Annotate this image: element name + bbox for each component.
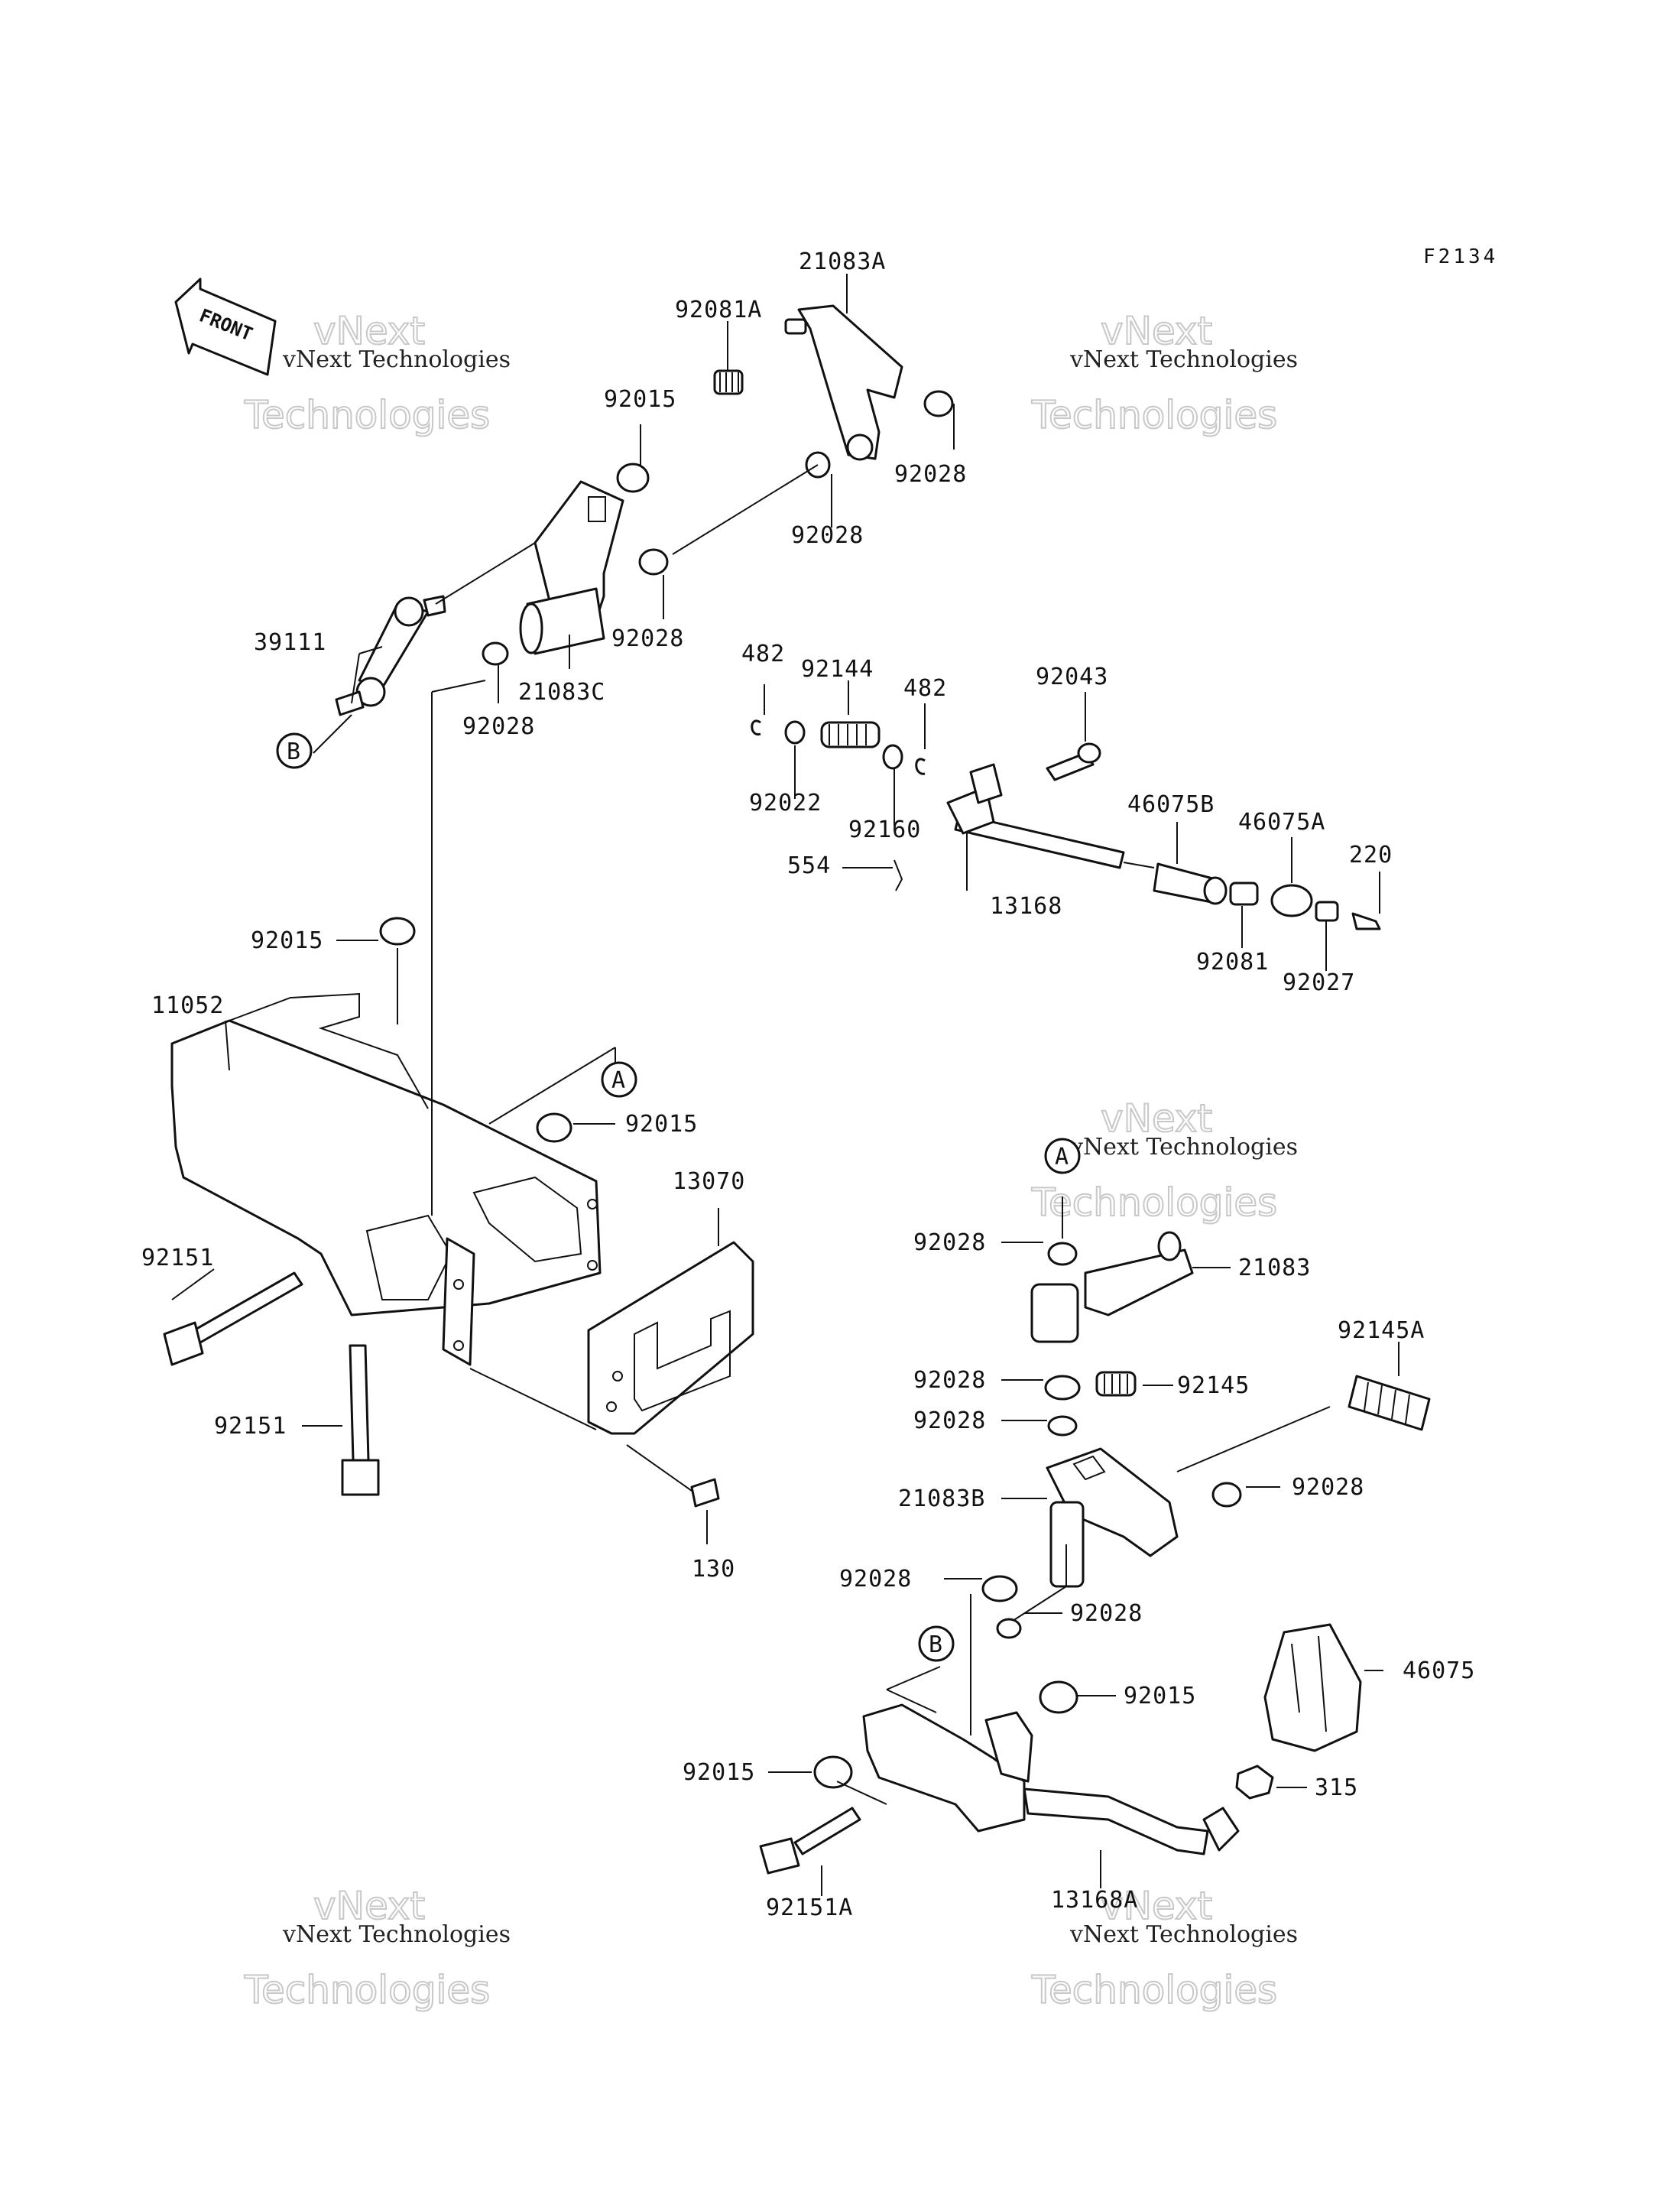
svg-text:A: A xyxy=(1055,1144,1069,1170)
part-label-92027: 92027 xyxy=(1283,969,1355,996)
watermark-top-right: vNext vNext Technologies Technologies xyxy=(1030,308,1298,438)
watermark-bottom-right: vNext vNext Technologies Technologies xyxy=(1030,1883,1298,2013)
part-label-21083: 21083 xyxy=(1238,1255,1311,1281)
bracket-21083b xyxy=(981,1375,1242,1639)
part-label-46075: 46075 xyxy=(1403,1657,1475,1684)
part-label-92145: 92145 xyxy=(1177,1372,1250,1399)
watermark-top-left: vNext vNext Technologies Technologies xyxy=(243,308,511,438)
part-label-92015: 92015 xyxy=(251,927,323,954)
part-label-92151: 92151 xyxy=(141,1245,214,1271)
part-label-92028: 92028 xyxy=(1292,1474,1364,1501)
watermark-top: vNext xyxy=(313,309,425,353)
part-label-92151a: 92151A xyxy=(766,1894,853,1921)
watermark-mid-right: vNext vNext Technologies Technologies xyxy=(1030,1096,1298,1226)
part-label-13070: 13070 xyxy=(673,1168,745,1195)
ref-marker-a-upper: A xyxy=(601,1061,637,1098)
shaft-13168-assembly xyxy=(751,719,1381,930)
front-arrow-icon: FRONT xyxy=(174,278,277,376)
part-label-92015: 92015 xyxy=(1124,1683,1196,1709)
watermark-small: vNext Technologies xyxy=(1069,1134,1298,1161)
diagram-code: F2134 xyxy=(1423,245,1498,268)
watermark-big: Technologies xyxy=(244,393,490,437)
part-label-11052: 11052 xyxy=(151,992,224,1019)
part-label-315: 315 xyxy=(1315,1774,1358,1801)
part-label-21083a: 21083A xyxy=(799,248,886,275)
part-label-92043: 92043 xyxy=(1036,664,1108,690)
spring-92145a xyxy=(1348,1375,1431,1431)
part-label-46075a: 46075A xyxy=(1238,809,1325,836)
watermark-bottom-left: vNext vNext Technologies Technologies xyxy=(243,1883,511,2013)
watermark-small: vNext Technologies xyxy=(1069,1921,1298,1948)
part-label-92015: 92015 xyxy=(604,386,676,413)
watermark-big: Technologies xyxy=(1031,393,1277,437)
pedal-13168a xyxy=(759,1680,1274,1875)
spring-92145 xyxy=(1095,1371,1137,1397)
ref-marker-b-lower: B xyxy=(918,1625,955,1662)
arm-21083 xyxy=(1030,1231,1194,1343)
part-label-13168a: 13168A xyxy=(1051,1887,1138,1914)
part-label-92144: 92144 xyxy=(801,656,874,683)
main-bracket-11052 xyxy=(170,917,602,1366)
part-label-92028: 92028 xyxy=(894,461,967,488)
part-label-21083c: 21083C xyxy=(518,679,605,706)
watermark-top: vNext xyxy=(313,1884,425,1928)
part-label-92028: 92028 xyxy=(791,522,864,549)
part-label-92081a: 92081A xyxy=(675,297,762,323)
part-label-482: 482 xyxy=(741,641,785,667)
part-label-92028: 92028 xyxy=(913,1367,986,1394)
watermark-big: Technologies xyxy=(1031,1968,1277,2012)
gate-plate-13070 xyxy=(587,1241,754,1508)
part-label-21083b: 21083B xyxy=(898,1485,985,1512)
upper-lever-assembly xyxy=(335,451,831,716)
ref-marker-b-upper: B xyxy=(276,732,313,769)
part-label-554: 554 xyxy=(787,852,831,879)
knob-46075 xyxy=(1263,1623,1362,1752)
part-label-92028: 92028 xyxy=(913,1229,986,1256)
part-label-92022: 92022 xyxy=(749,790,822,817)
part-label-130: 130 xyxy=(692,1556,735,1583)
watermark-small: vNext Technologies xyxy=(1069,346,1298,373)
part-label-92028: 92028 xyxy=(913,1407,986,1434)
bolt-92151-horizontal xyxy=(163,1271,303,1366)
part-label-92145a: 92145A xyxy=(1338,1317,1425,1344)
watermark-big: Technologies xyxy=(1031,1180,1277,1225)
part-label-92028: 92028 xyxy=(611,625,684,652)
arm-21083a xyxy=(713,304,954,461)
part-label-92028: 92028 xyxy=(839,1566,912,1592)
part-label-92081: 92081 xyxy=(1196,949,1269,976)
svg-text:B: B xyxy=(287,739,301,765)
part-labels: 21083A 92081A 92015 92028 92028 92028 39… xyxy=(141,248,1475,1921)
svg-text:B: B xyxy=(929,1631,943,1658)
part-label-92015: 92015 xyxy=(683,1759,755,1786)
watermark-small: vNext Technologies xyxy=(282,346,511,373)
leader-lines xyxy=(171,274,1399,1896)
bolt-92151-vertical xyxy=(341,1344,380,1496)
part-label-92028: 92028 xyxy=(1070,1600,1143,1627)
part-label-39111: 39111 xyxy=(254,629,326,656)
part-label-92160: 92160 xyxy=(848,817,921,843)
part-label-92028: 92028 xyxy=(462,713,535,740)
part-label-482: 482 xyxy=(903,675,947,702)
watermark-top: vNext xyxy=(1101,1096,1212,1141)
watermark-big: Technologies xyxy=(244,1968,490,2012)
watermark-top: vNext xyxy=(1101,309,1212,353)
watermark-small: vNext Technologies xyxy=(282,1921,511,1948)
part-label-92151: 92151 xyxy=(214,1413,287,1440)
part-label-46075b: 46075B xyxy=(1127,791,1215,818)
part-label-220: 220 xyxy=(1349,842,1393,868)
svg-text:A: A xyxy=(611,1067,626,1094)
part-label-92015: 92015 xyxy=(625,1111,698,1138)
watermark-top: vNext xyxy=(1101,1884,1212,1928)
ref-marker-a-lower: A xyxy=(1044,1138,1081,1174)
part-label-13168: 13168 xyxy=(990,893,1062,920)
